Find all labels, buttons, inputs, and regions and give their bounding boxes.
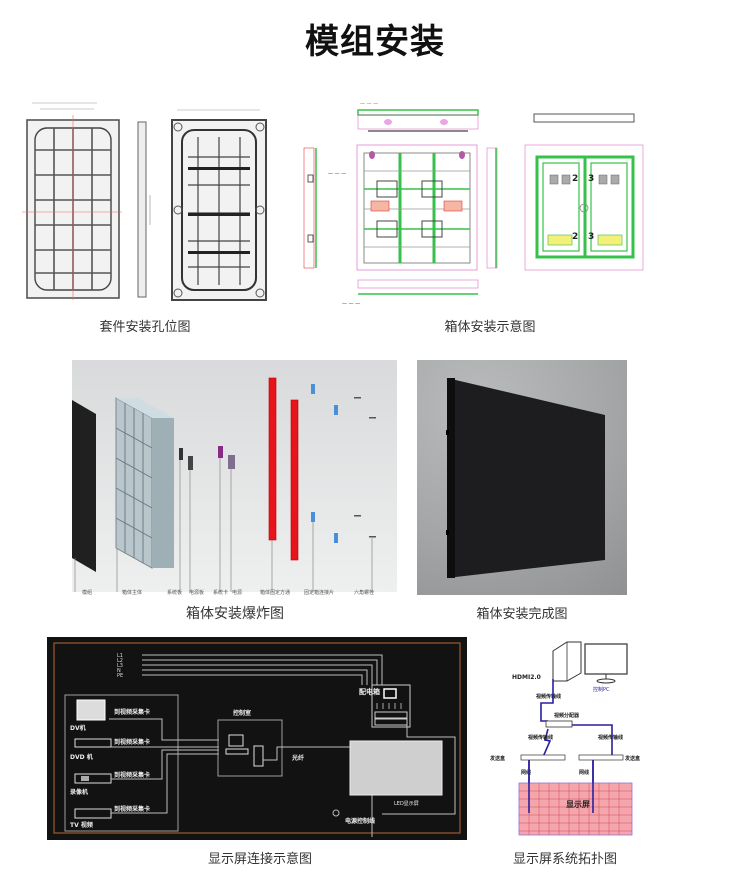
- part-label: 箱体固定方通: [260, 590, 291, 596]
- fiber-label: 光纤: [291, 754, 304, 762]
- power-input-label: L3: [117, 663, 123, 669]
- cable-right-label: 视频传输线: [598, 734, 623, 741]
- sender-left-label: 发送盒: [489, 755, 506, 762]
- device-link-label: 到视频采集卡: [114, 805, 150, 813]
- power-input-label: N: [117, 668, 121, 674]
- part-label: 系统板: [167, 590, 183, 596]
- device-link-label: 到视频采集卡: [114, 771, 150, 779]
- svg-text:3: 3: [588, 174, 594, 184]
- svg-text:3: 3: [588, 232, 594, 242]
- kit-holes-caption: 套件安装孔位图: [99, 320, 191, 335]
- kit-holes-drawing: [22, 95, 277, 310]
- part-label: 模组: [82, 590, 93, 596]
- power-input-label: L1: [117, 653, 123, 659]
- svg-text:2: 2: [572, 174, 578, 184]
- screen-label: 显示屏: [566, 800, 590, 809]
- splitter-label: 视频分配器: [554, 712, 580, 719]
- device-name: TV 视频: [70, 821, 93, 829]
- exploded-part-labels: 模组 箱体主体 系统板 电源板 系统卡 电源 箱体固定方通 固定箱连接片 六角螺…: [72, 589, 397, 599]
- device-name: DVD 机: [70, 753, 93, 761]
- net-left-label: 网线: [521, 769, 531, 776]
- distribution-box-label: 配电箱: [359, 687, 380, 696]
- finished-install-caption: 箱体安装完成图: [476, 607, 568, 622]
- power-input-label: L2: [117, 658, 123, 664]
- page-title: 模组安装: [305, 22, 445, 62]
- device-name: 录像机: [70, 788, 88, 796]
- svg-text:— — —: — — —: [360, 101, 378, 107]
- cable-left-label: 视频传输线: [528, 734, 553, 741]
- led-screen-label: LED显示屏: [394, 801, 419, 807]
- device-name: DV机: [70, 724, 86, 732]
- part-label: 固定箱连接片: [304, 590, 335, 596]
- exploded-caption: 箱体安装爆炸图: [186, 606, 284, 622]
- part-label: 箱体主体: [122, 590, 143, 596]
- connection-schematic: L1 L2 L3 N PE 到视频采集卡 DV机 到视频采集卡 DVD 机 到视…: [47, 637, 467, 840]
- part-label: 电源: [232, 590, 243, 596]
- connection-caption: 显示屏连接示意图: [207, 852, 312, 867]
- net-right-label: 网线: [579, 769, 589, 776]
- svg-text:— — —: — — —: [342, 301, 360, 307]
- power-control-line-label: 电源控制线: [345, 817, 375, 825]
- part-label: 系统卡: [213, 590, 229, 596]
- sender-right-label: 发送盒: [624, 755, 641, 762]
- control-room-label: 控制室: [233, 709, 251, 717]
- system-topology-diagram: 控制PC HDMI2.0 视频传输线 视频分配器 视频传输线 视频传输线 发送盒…: [483, 637, 648, 842]
- control-pc-label: 控制PC: [593, 686, 610, 693]
- hdmi-label: HDMI2.0: [512, 674, 541, 681]
- cable-top-label: 视频传输线: [536, 693, 561, 700]
- device-link-label: 到视频采集卡: [114, 738, 150, 746]
- part-label: 电源板: [189, 590, 205, 596]
- svg-text:— — —: — — —: [328, 171, 346, 177]
- cabinet-install-caption: 箱体安装示意图: [444, 320, 536, 335]
- cabinet-install-drawing: — — — — — —: [292, 95, 652, 310]
- device-link-label: 到视频采集卡: [114, 708, 150, 716]
- power-input-label: PE: [117, 673, 123, 679]
- exploded-view-image: [72, 360, 397, 592]
- svg-text:2: 2: [572, 232, 578, 242]
- finished-install-photo: [417, 360, 627, 595]
- part-label: 六角螺栓: [354, 590, 375, 596]
- topology-caption: 显示屏系统拓扑图: [512, 852, 617, 867]
